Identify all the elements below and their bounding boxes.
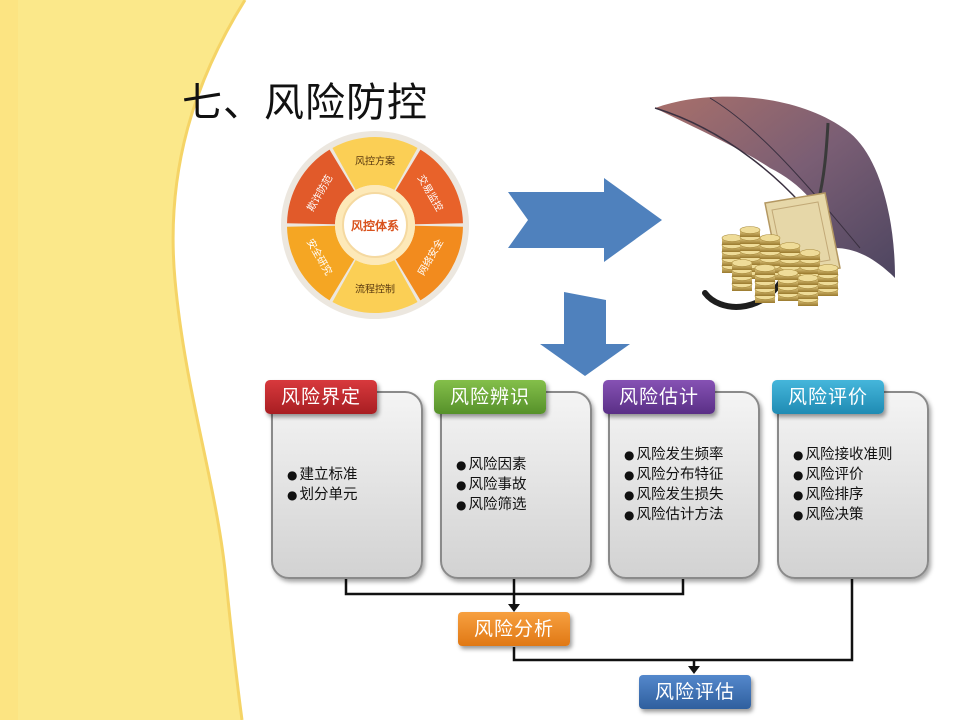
list-item: 建立标准 [287, 465, 357, 485]
wheel-segment-label: 风控方案 [355, 155, 395, 168]
wheel-segment-label: 流程控制 [355, 283, 395, 296]
list-item: 风险因素 [456, 455, 526, 475]
list-item: 风险排序 [793, 485, 892, 505]
wheel-segment [287, 225, 355, 301]
wheel-segment [395, 149, 463, 225]
list-item: 风险分布特征 [624, 465, 723, 485]
wheel-segment [395, 225, 463, 301]
umbrella-coins-icon [654, 96, 895, 310]
wheel-center-label: 风控体系 [351, 218, 399, 233]
step-card-define: 建立标准 划分单元 [271, 391, 423, 579]
list-item: 风险评价 [793, 465, 892, 485]
right-arrow-icon [508, 178, 662, 262]
risk-assessment-box: 风险评估 [639, 675, 751, 709]
list-item: 风险接收准则 [793, 445, 892, 465]
wheel-segment [332, 260, 418, 313]
down-arrow-icon [540, 292, 630, 376]
list-item: 风险决策 [793, 505, 892, 525]
step-header-define: 风险界定 [265, 380, 377, 414]
wheel-segment [287, 149, 355, 225]
step-card-estimate: 风险发生频率 风险分布特征 风险发生损失 风险估计方法 [608, 391, 760, 579]
list-item: 风险发生损失 [624, 485, 723, 505]
list-item: 风险筛选 [456, 495, 526, 515]
step-card-identify: 风险因素 风险事故 风险筛选 [440, 391, 592, 579]
risk-analysis-box: 风险分析 [458, 612, 570, 646]
wheel-segment [332, 137, 418, 190]
page-title: 七、风险防控 [182, 80, 428, 126]
step-card-evaluate: 风险接收准则 风险评价 风险排序 风险决策 [777, 391, 929, 579]
list-item: 风险估计方法 [624, 505, 723, 525]
step-header-identify: 风险辨识 [434, 380, 546, 414]
step-header-evaluate: 风险评价 [772, 380, 884, 414]
list-item: 划分单元 [287, 485, 357, 505]
step-header-estimate: 风险估计 [603, 380, 715, 414]
list-item: 风险事故 [456, 475, 526, 495]
list-item: 风险发生频率 [624, 445, 723, 465]
